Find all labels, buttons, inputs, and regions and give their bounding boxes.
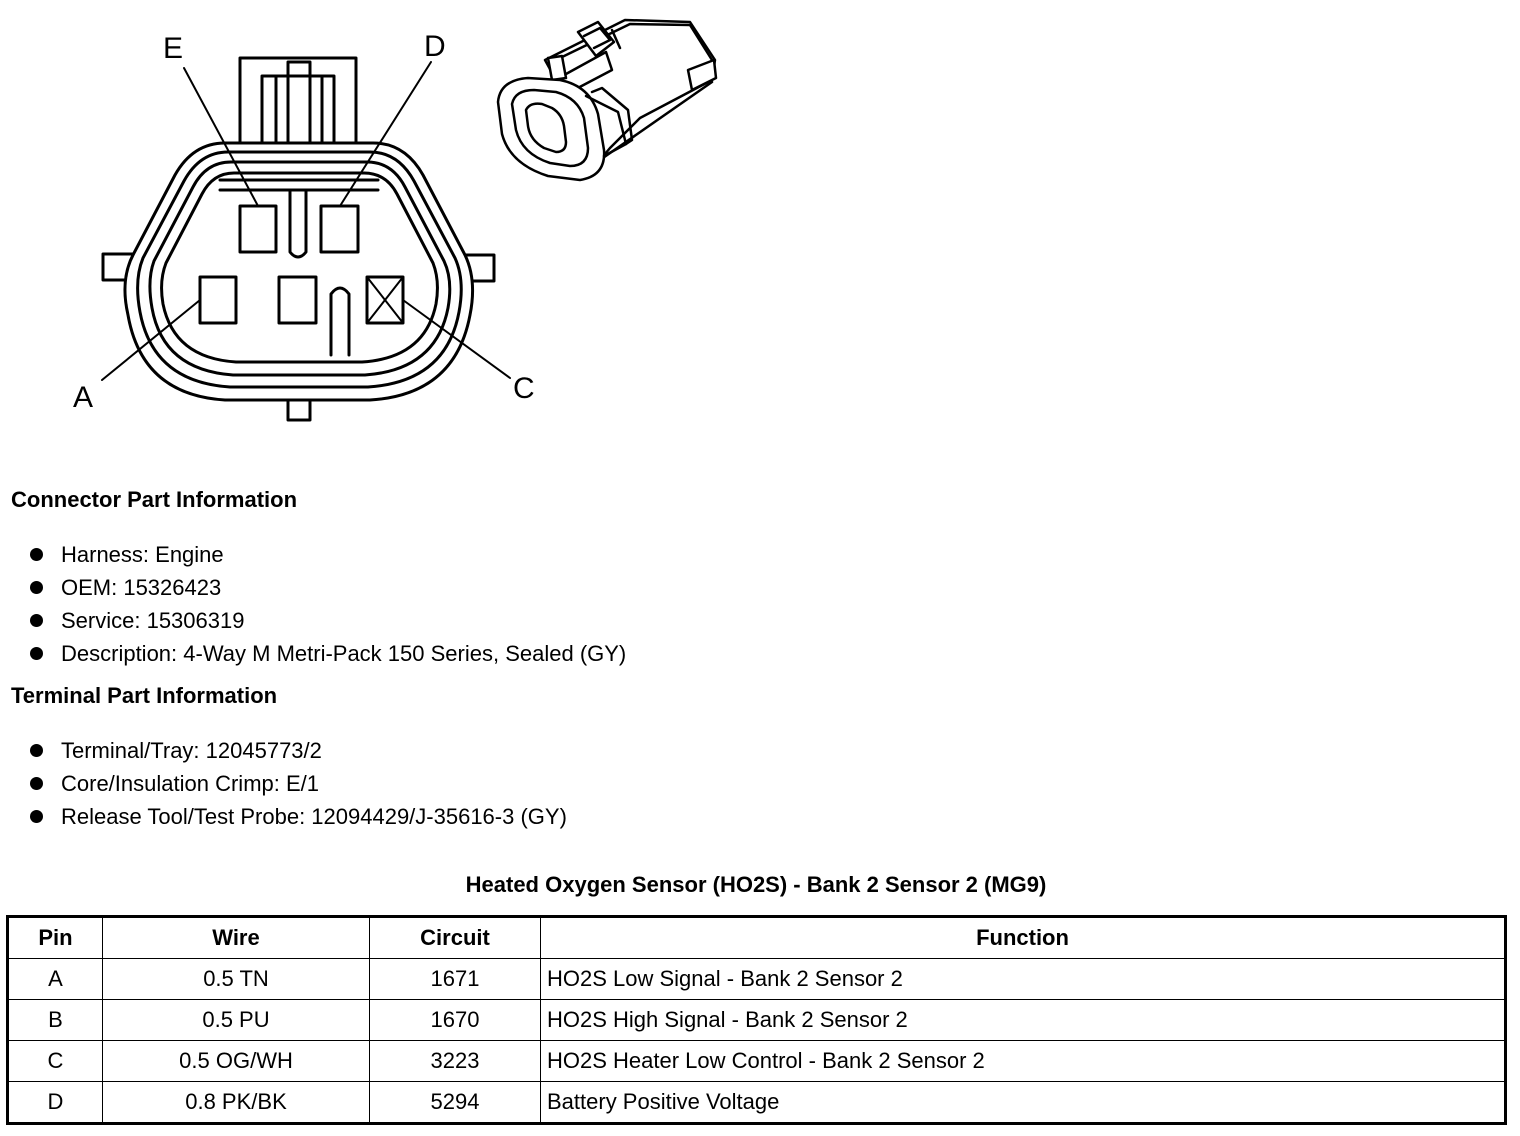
pin-label-a: A	[73, 381, 93, 414]
cell-circuit: 3223	[369, 1040, 541, 1082]
cell-function: HO2S Heater Low Control - Bank 2 Sensor …	[540, 1040, 1506, 1082]
list-item: Terminal/Tray: 12045773/2	[0, 734, 567, 767]
connector-outline-2	[136, 150, 463, 389]
cell-pin: A	[7, 958, 103, 1000]
cell-function: HO2S Low Signal - Bank 2 Sensor 2	[540, 958, 1506, 1000]
connector-latch	[238, 56, 358, 156]
connector-illustration	[496, 18, 718, 182]
connector-info-heading: Connector Part Information	[11, 487, 298, 512]
cell-pin: D	[7, 1081, 103, 1124]
table-row: C 0.5 OG/WH 3223 HO2S Heater Low Control…	[7, 1040, 1506, 1082]
connector-outline-4	[160, 171, 439, 364]
header-circuit: Circuit	[369, 916, 541, 959]
cell-function: HO2S High Signal - Bank 2 Sensor 2	[540, 999, 1506, 1041]
table-row: D 0.8 PK/BK 5294 Battery Positive Voltag…	[7, 1081, 1506, 1124]
header-pin: Pin	[7, 916, 103, 959]
cell-wire: 0.8 PK/BK	[102, 1081, 370, 1124]
pin-table-title: Heated Oxygen Sensor (HO2S) - Bank 2 Sen…	[465, 872, 1047, 897]
pin-table: Pin Wire Circuit Function A 0.5 TN 1671 …	[6, 915, 1507, 1125]
pin-label-d: D	[424, 30, 446, 63]
list-item: Release Tool/Test Probe: 12094429/J-3561…	[0, 800, 567, 833]
connector-body	[123, 141, 475, 402]
connector-outline-3	[148, 160, 452, 377]
table-row: B 0.5 PU 1670 HO2S High Signal - Bank 2 …	[7, 999, 1506, 1041]
cell-circuit: 1670	[369, 999, 541, 1041]
terminal-info-list: Terminal/Tray: 12045773/2 Core/Insulatio…	[0, 734, 567, 833]
table-header-row: Pin Wire Circuit Function	[7, 916, 1506, 959]
upper-divider	[288, 188, 308, 259]
list-item: Service: 15306319	[0, 604, 626, 637]
cell-pin: C	[7, 1040, 103, 1082]
header-wire: Wire	[102, 916, 370, 959]
cell-pin: B	[7, 999, 103, 1041]
list-item: Core/Insulation Crimp: E/1	[0, 767, 567, 800]
header-function: Function	[540, 916, 1506, 959]
connector-info-list: Harness: Engine OEM: 15326423 Service: 1…	[0, 538, 626, 670]
cell-circuit: 1671	[369, 958, 541, 1000]
pin-label-c: C	[513, 372, 535, 405]
list-item: Description: 4-Way M Metri-Pack 150 Seri…	[0, 637, 626, 670]
list-item: Harness: Engine	[0, 538, 626, 571]
leader-lines	[101, 61, 511, 381]
cell-wire: 0.5 OG/WH	[102, 1040, 370, 1082]
cell-function: Battery Positive Voltage	[540, 1081, 1506, 1124]
lower-divider	[329, 286, 351, 357]
cell-circuit: 5294	[369, 1081, 541, 1124]
pin-label-e: E	[163, 32, 183, 65]
cell-wire: 0.5 TN	[102, 958, 370, 1000]
terminal-info-heading: Terminal Part Information	[11, 683, 278, 708]
table-row: A 0.5 TN 1671 HO2S Low Signal - Bank 2 S…	[7, 958, 1506, 1000]
cell-wire: 0.5 PU	[102, 999, 370, 1041]
connector-diagram: E D A C	[73, 18, 718, 422]
list-item: OEM: 15326423	[0, 571, 626, 604]
cavity-b	[277, 275, 318, 325]
